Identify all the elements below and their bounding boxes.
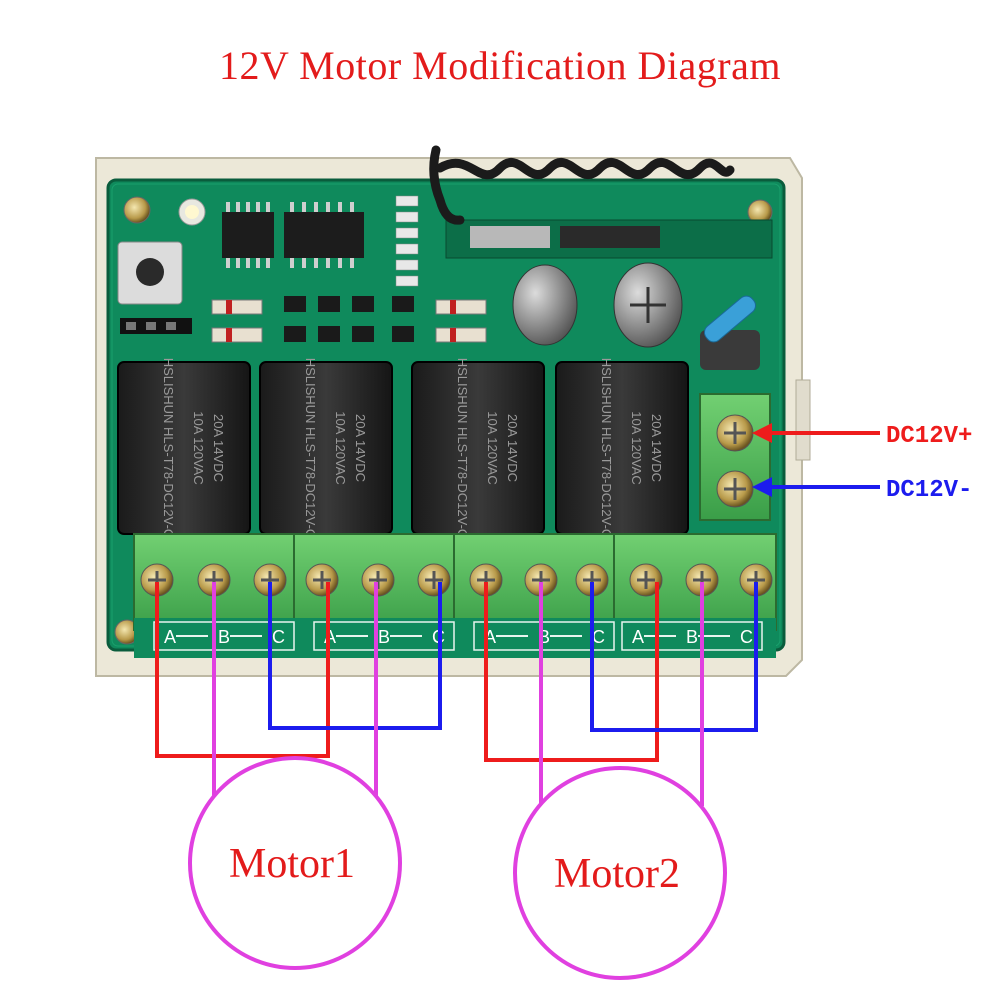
- motor1-blue-wire: [268, 582, 442, 730]
- terminal-label-c: C: [272, 627, 285, 647]
- relay-1: HSLISHUN HLS-T78-DC12V-C 10A 120VAC 20A 14…: [117, 358, 251, 539]
- motor2-red-wire: [484, 582, 659, 762]
- relay-model-label: HSLISHUN HLS-T78-DC12V-C: [303, 358, 318, 539]
- positive-arrowhead: [752, 423, 772, 443]
- relay-model-label: HSLISHUN HLS-T78-DC12V-C: [161, 358, 176, 539]
- motor2-blue-wire: [590, 582, 758, 732]
- terminal-label-c: C: [740, 627, 753, 647]
- terminal-label-b: B: [218, 627, 230, 647]
- terminal-label-a: A: [164, 627, 176, 647]
- power-arrows: DC12V+ DC12V-: [752, 423, 972, 504]
- diagram-title: 12V Motor Modification Diagram: [219, 43, 781, 88]
- motor2-circle: [513, 766, 727, 980]
- terminal-group-4: A B C: [621, 621, 763, 651]
- negative-arrowhead: [752, 477, 772, 497]
- learn-button: [117, 241, 183, 305]
- relay-rating-ac: 10A 120VAC: [191, 411, 206, 484]
- terminal-screw-10: [629, 563, 663, 597]
- relay-rating-dc: 20A 14VDC: [505, 414, 520, 482]
- relay-rating-ac: 10A 120VAC: [333, 411, 348, 484]
- status-led: [178, 198, 206, 226]
- motor1-circle: [188, 756, 402, 970]
- motor1: Motor1: [188, 756, 402, 970]
- dc12v-negative-label: DC12V-: [886, 477, 972, 504]
- motor2: Motor2: [513, 766, 727, 980]
- output-terminal-strip: [133, 533, 777, 658]
- diodes-transistors: [211, 296, 487, 343]
- terminal-screw-6: [417, 563, 451, 597]
- relay-rating-dc: 20A 14VDC: [649, 414, 664, 482]
- resistor: [704, 295, 756, 343]
- terminal-label-a: A: [324, 627, 336, 647]
- terminal-label-a: A: [632, 627, 644, 647]
- terminal-group-1: A B C: [153, 621, 295, 651]
- motor2-label: Motor2: [554, 851, 680, 897]
- terminal-screw-1: [140, 563, 174, 597]
- terminal-screw-4: [305, 563, 339, 597]
- terminal-label-b: B: [378, 627, 390, 647]
- motor1-wiring: [155, 582, 442, 800]
- terminal-label-b: B: [686, 627, 698, 647]
- relay-rating-dc: 20A 14VDC: [353, 414, 368, 482]
- terminal-screw-12: [739, 563, 773, 597]
- motor1-label: Motor1: [229, 841, 355, 887]
- ic-chips: [222, 195, 419, 287]
- relay-2: HSLISHUN HLS-T78-DC12V-C 10A 120VAC 20A 14…: [259, 358, 393, 539]
- relays: HSLISHUN HLS-T78-DC12V-C 10A 120VAC 20A 14…: [117, 358, 689, 539]
- antenna-coil: [429, 145, 735, 225]
- relay-model-label: HSLISHUN HLS-T78-DC12V-C: [599, 358, 614, 539]
- terminal-label-c: C: [592, 627, 605, 647]
- power-terminal-block: [699, 393, 771, 521]
- terminal-screws: [140, 563, 773, 597]
- jumper-pins: [120, 318, 192, 334]
- relay-model-label: HSLISHUN HLS-T78-DC12V-C: [455, 358, 470, 539]
- motor1-red-wire: [155, 582, 330, 758]
- relay-3: HSLISHUN HLS-T78-DC12V-C 10A 120VAC 20A 14…: [411, 358, 545, 539]
- relay-4: HSLISHUN HLS-T78-DC12V-C 10A 120VAC 20A 14…: [555, 358, 689, 539]
- relay-rating-ac: 10A 120VAC: [629, 411, 644, 484]
- relay-rating-dc: 20A 14VDC: [211, 414, 226, 482]
- relay-rating-ac: 10A 120VAC: [485, 411, 500, 484]
- motor2-wiring: [484, 582, 758, 806]
- receiver-module: [445, 219, 773, 259]
- dc12v-positive-label: DC12V+: [886, 423, 972, 450]
